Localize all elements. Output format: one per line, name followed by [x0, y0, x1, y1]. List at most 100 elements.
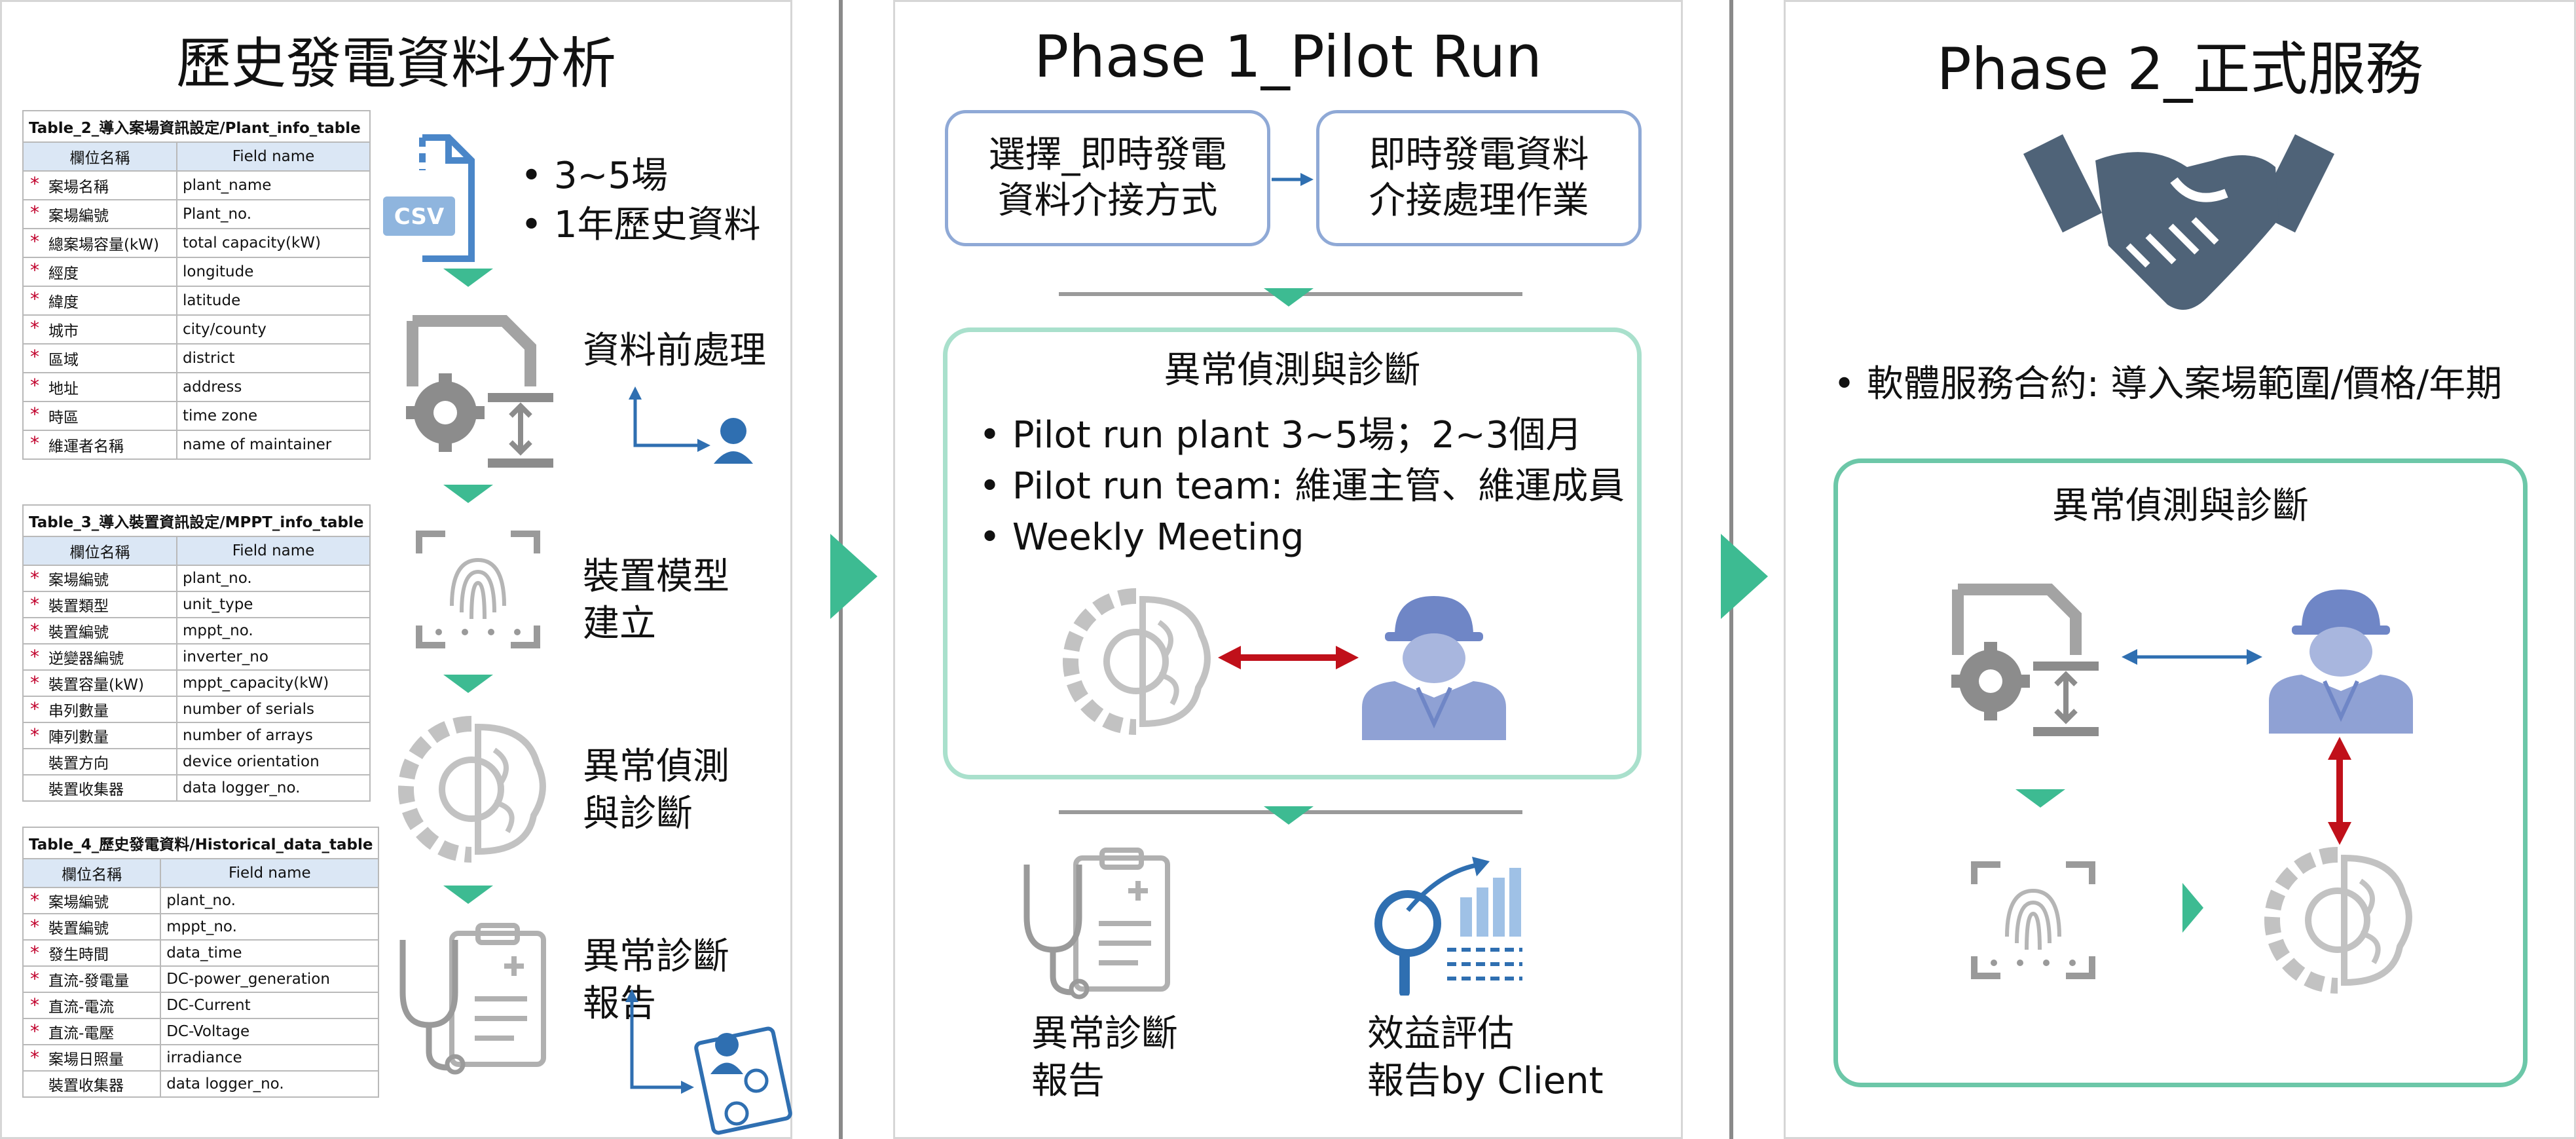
- field-name-en: inverter_no: [176, 643, 371, 671]
- field-name-en: data logger_no.: [160, 1070, 380, 1098]
- field-name-zh: 直流-電流: [22, 992, 162, 1019]
- field-name-en: address: [176, 372, 371, 402]
- contract-bullet: • 軟體服務合約: 導入案場範圍/價格/年期: [1833, 363, 2503, 405]
- field-name-zh: 時區: [22, 401, 177, 431]
- phase-chevron-2: [1721, 534, 1768, 619]
- field-name-en: device orientation: [176, 748, 371, 775]
- pilot-section-title: 異常偵測與診斷: [1164, 349, 1421, 392]
- step-report-label-2: 報告: [583, 982, 656, 1025]
- field-name-zh: 發生時間: [22, 939, 162, 967]
- field-name-zh: 陣列數量: [22, 722, 177, 749]
- step-model-label-2: 建立: [583, 603, 656, 645]
- step-model-label-1: 裝置模型: [583, 555, 729, 598]
- phase-chevron-1: [830, 534, 877, 619]
- brain-gear-icon: [398, 716, 546, 863]
- step-report-label-1: 異常診斷: [583, 935, 729, 978]
- flow-arrow-1: [443, 269, 493, 287]
- field-name-zh: 案場名稱: [22, 170, 177, 200]
- field-name-en: data_time: [160, 939, 380, 967]
- formal-brain-gear-icon: [2264, 847, 2412, 994]
- field-name-en: city/county: [176, 314, 371, 345]
- formal-model-icon: [1971, 861, 2095, 979]
- table4-header-en: Field name: [160, 858, 380, 888]
- field-name-zh: 區域: [22, 343, 177, 373]
- field-name-zh: 案場編號: [22, 199, 177, 229]
- pilot-report-label-1: 異常診斷: [1031, 1013, 1178, 1055]
- pilot-red-double-arrow: [1218, 646, 1359, 669]
- field-name-zh: 緯度: [22, 286, 177, 316]
- choose-interface-box: 選擇_即時發電資料介接方式: [945, 110, 1270, 246]
- pilot-report-label-2: 報告: [1031, 1060, 1105, 1102]
- pilot-worker-icon: [1362, 596, 1506, 740]
- formal-preprocess-icon: [1951, 584, 2099, 736]
- formal-worker-icon: [2269, 589, 2413, 734]
- pilot-bullet-1: • Pilot run plant 3~5場；2~3個月: [979, 414, 1583, 457]
- pilot-brain-gear-icon: [1063, 588, 1211, 735]
- field-name-zh: 維運者名稱: [22, 430, 177, 460]
- field-name-zh: 裝置容量(kW): [22, 669, 177, 697]
- field-name-en: number of serials: [176, 696, 371, 723]
- flow-arrow-2: [443, 485, 493, 503]
- historical-data-table: Table_4_歷史發電資料/Historical_data_table 欄位名…: [22, 827, 380, 1098]
- flow-arrow-6: [1264, 806, 1314, 825]
- field-name-en: unit_type: [176, 591, 371, 618]
- field-name-en: total capacity(kW): [176, 228, 371, 258]
- field-name-zh: 地址: [22, 372, 177, 402]
- field-name-en: time zone: [176, 401, 371, 431]
- panel1-title: 歷史發電資料分析: [175, 31, 616, 96]
- field-name-en: plant_name: [176, 170, 371, 200]
- csv-file-icon: CSV: [383, 134, 475, 262]
- preprocess-user-arrow-icon: [629, 386, 753, 464]
- table4-caption: Table_4_歷史發電資料/Historical_data_table: [22, 827, 380, 858]
- panel3-title: Phase 2_正式服務: [1936, 35, 2423, 103]
- flow-arrow-7: [2015, 789, 2065, 808]
- field-name-en: mppt_no.: [160, 913, 380, 941]
- preprocess-icon: [406, 315, 553, 468]
- report-user-arrow-icon: [625, 989, 792, 1135]
- table3-caption: Table_3_導入裝置資訊設定/MPPT_info_table: [22, 504, 371, 536]
- field-name-zh: 直流-發電量: [22, 965, 162, 993]
- field-name-en: latitude: [176, 286, 371, 316]
- benefit-eval-label-1: 效益評估: [1367, 1013, 1514, 1055]
- field-name-en: number of arrays: [176, 722, 371, 749]
- medical-report-icon: [399, 923, 546, 1075]
- panel1-bullet-1: • 3~5場: [521, 155, 669, 197]
- formal-red-vertical-arrow: [2328, 737, 2351, 845]
- field-name-en: data logger_no.: [176, 774, 371, 802]
- field-name-en: mppt_capacity(kW): [176, 669, 371, 697]
- field-name-zh: 裝置方向: [22, 748, 177, 775]
- step-detect-label-2: 與診斷: [583, 793, 693, 835]
- table3-header-zh: 欄位名稱: [22, 536, 177, 566]
- box-arrow-icon: [1272, 173, 1314, 186]
- field-name-en: plant_no.: [160, 887, 380, 914]
- field-name-zh: 案場日照量: [22, 1044, 162, 1072]
- field-name-zh: 案場編號: [22, 565, 177, 592]
- step-detect-label-1: 異常偵測: [583, 745, 729, 788]
- field-name-en: DC-Current: [160, 992, 380, 1019]
- field-name-zh: 直流-電壓: [22, 1018, 162, 1045]
- realtime-process-line2: 介接處理作業: [1369, 179, 1589, 222]
- field-name-en: plant_no.: [176, 565, 371, 592]
- device-model-icon: [416, 531, 540, 648]
- flow-arrow-3: [443, 675, 493, 693]
- plant-info-table: Table_2_導入案場資訊設定/Plant_info_table 欄位名稱 F…: [22, 110, 371, 460]
- field-name-zh: 裝置收集器: [22, 1070, 162, 1098]
